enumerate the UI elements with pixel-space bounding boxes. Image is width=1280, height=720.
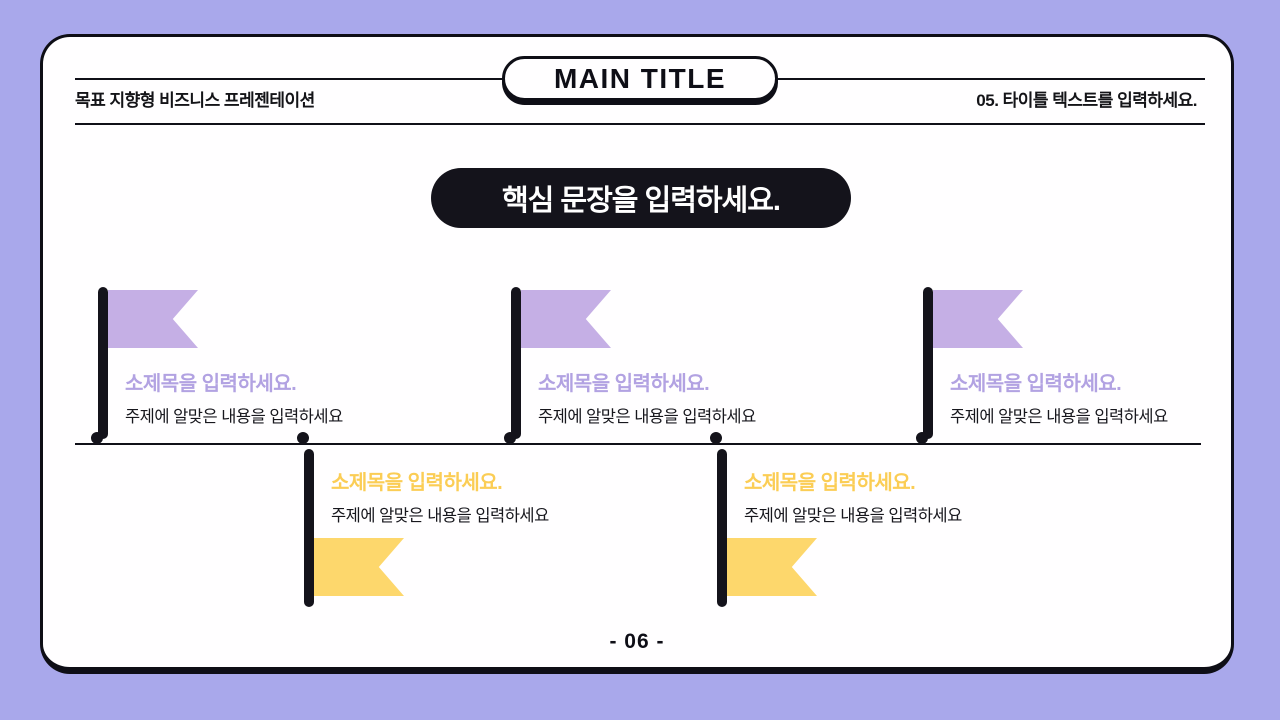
timeline-item-1: 소제목을 입력하세요. 주제에 알맞은 내용을 입력하세요 [88, 37, 343, 677]
timeline-node [710, 432, 722, 444]
item-subtitle: 소제목을 입력하세요. [950, 373, 1122, 395]
timeline-node [297, 432, 309, 444]
timeline-item-4: 소제목을 입력하세요. 주제에 알맞은 내용을 입력하세요 [707, 37, 962, 677]
main-title-pill: MAIN TITLE [502, 56, 778, 101]
item-subtitle: 소제목을 입력하세요. [538, 373, 710, 395]
flag-pole [923, 287, 933, 439]
timeline-item-3: 소제목을 입력하세요. 주제에 알맞은 내용을 입력하세요 [501, 37, 756, 677]
timeline-axis [75, 443, 1201, 445]
flag-pole [98, 287, 108, 439]
flag-pole [717, 449, 727, 607]
timeline-item-5: 소제목을 입력하세요. 주제에 알맞은 내용을 입력하세요 [913, 37, 1168, 677]
item-body: 주제에 알맞은 내용을 입력하세요 [538, 408, 756, 426]
main-title-label: MAIN TITLE [553, 62, 727, 94]
header-bottom-rule [75, 123, 1205, 125]
item-body: 주제에 알맞은 내용을 입력하세요 [125, 408, 343, 426]
flag-banner-icon [521, 290, 611, 348]
item-subtitle: 소제목을 입력하세요. [744, 472, 916, 494]
flag-banner-icon [108, 290, 198, 348]
item-subtitle: 소제목을 입력하세요. [125, 373, 297, 395]
page-number: - 06 - [609, 630, 665, 653]
item-body: 주제에 알맞은 내용을 입력하세요 [744, 507, 962, 525]
timeline-node [916, 432, 928, 444]
item-body: 주제에 알맞은 내용을 입력하세요 [331, 507, 549, 525]
flag-pole [511, 287, 521, 439]
timeline-node [504, 432, 516, 444]
flag-banner-icon [314, 538, 404, 596]
flag-banner-icon [933, 290, 1023, 348]
flag-pole [304, 449, 314, 607]
key-sentence-label: 핵심 문장을 입력하세요. [502, 185, 781, 217]
key-sentence-pill: 핵심 문장을 입력하세요. [431, 168, 851, 228]
timeline-node [91, 432, 103, 444]
header-left-text: 목표 지향형 비즈니스 프레젠테이션 [75, 91, 315, 110]
header-right-text: 05. 타이틀 텍스트를 입력하세요. [976, 91, 1197, 110]
item-subtitle: 소제목을 입력하세요. [331, 472, 503, 494]
item-body: 주제에 알맞은 내용을 입력하세요 [950, 408, 1168, 426]
flag-banner-icon [727, 538, 817, 596]
timeline-item-2: 소제목을 입력하세요. 주제에 알맞은 내용을 입력하세요 [294, 37, 549, 677]
slide-card: 목표 지향형 비즈니스 프레젠테이션 05. 타이틀 텍스트를 입력하세요. M… [40, 34, 1234, 674]
